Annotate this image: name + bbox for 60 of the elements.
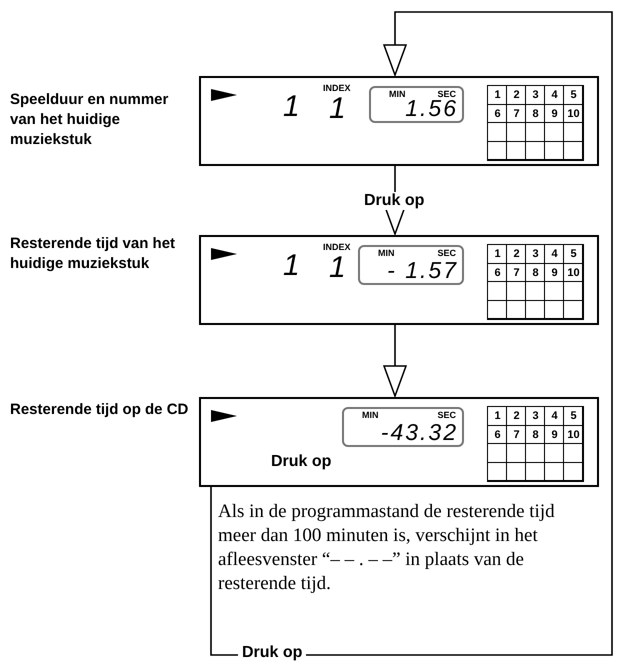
note-text: Als in de programmastand de resterende tijd meer dan 100 minuten is, verschijnt in het afleesvenster “– – . – –” in plaats van de resterende tijd. bbox=[218, 500, 556, 596]
track-number: 7 bbox=[512, 106, 521, 122]
arrow bbox=[210, 11, 613, 656]
track-number: 6 bbox=[493, 266, 502, 280]
track-number: 2 bbox=[512, 88, 521, 103]
time-window bbox=[369, 86, 464, 123]
track-number: 1 bbox=[283, 251, 305, 281]
min-label: MIN bbox=[378, 249, 394, 258]
track-number: 1 bbox=[493, 247, 502, 262]
track-number: 2 bbox=[512, 409, 521, 424]
track-number: 3 bbox=[531, 88, 540, 103]
track-number: 3 bbox=[531, 247, 540, 262]
time-window bbox=[358, 245, 464, 285]
track-number: 5 bbox=[569, 247, 578, 262]
track-number: 9 bbox=[550, 266, 559, 280]
min-label: MIN bbox=[362, 411, 378, 420]
track-number: 3 bbox=[531, 409, 540, 424]
min-label: MIN bbox=[389, 90, 406, 99]
track-number: 1 bbox=[283, 92, 305, 122]
sec-label: SEC bbox=[437, 90, 456, 99]
side-caption: Resterende tijd op de CD bbox=[10, 400, 190, 420]
arrow bbox=[383, 166, 407, 235]
side-caption: Speelduur en nummer van het huidige muziekstuk bbox=[10, 90, 170, 150]
track-number: 6 bbox=[493, 106, 502, 122]
track-grid bbox=[487, 406, 584, 482]
track-number: 7 bbox=[512, 428, 521, 442]
arrow bbox=[383, 325, 407, 397]
side-caption: Resterende tijd van het huidige muziekstuk bbox=[10, 234, 176, 274]
edge-label: Druk op bbox=[238, 644, 306, 662]
sec-label: SEC bbox=[437, 249, 456, 258]
track-number: 4 bbox=[550, 247, 559, 262]
track-number: 9 bbox=[550, 428, 559, 442]
time-readout: 1.56 bbox=[405, 97, 458, 120]
sec-label: SEC bbox=[437, 411, 456, 420]
track-number: 10 bbox=[566, 428, 581, 442]
track-number: 1 bbox=[493, 409, 502, 424]
track-number: 7 bbox=[512, 266, 521, 280]
index-label: INDEX bbox=[323, 84, 351, 93]
track-grid bbox=[487, 85, 584, 161]
track-number: 8 bbox=[531, 266, 540, 280]
track-number: 1 bbox=[493, 88, 502, 103]
time-readout: - 1.57 bbox=[387, 259, 458, 282]
track-number: 2 bbox=[512, 247, 521, 262]
track-number: 5 bbox=[569, 409, 578, 424]
track-grid bbox=[487, 244, 584, 320]
track-number: 10 bbox=[566, 106, 581, 122]
index-number: 1 bbox=[329, 94, 351, 124]
track-number: 6 bbox=[493, 428, 502, 442]
time-readout: -43.32 bbox=[380, 421, 458, 444]
track-number: 8 bbox=[531, 428, 540, 442]
track-number: 9 bbox=[550, 106, 559, 122]
track-number: 8 bbox=[531, 106, 540, 122]
time-window bbox=[342, 407, 464, 447]
track-number: 4 bbox=[550, 88, 559, 103]
instruction-text: Druk op bbox=[271, 453, 332, 471]
track-number: 10 bbox=[566, 266, 581, 280]
index-label: INDEX bbox=[323, 243, 351, 252]
track-number: 5 bbox=[569, 88, 578, 103]
index-number: 1 bbox=[329, 253, 351, 283]
track-number: 4 bbox=[550, 409, 559, 424]
